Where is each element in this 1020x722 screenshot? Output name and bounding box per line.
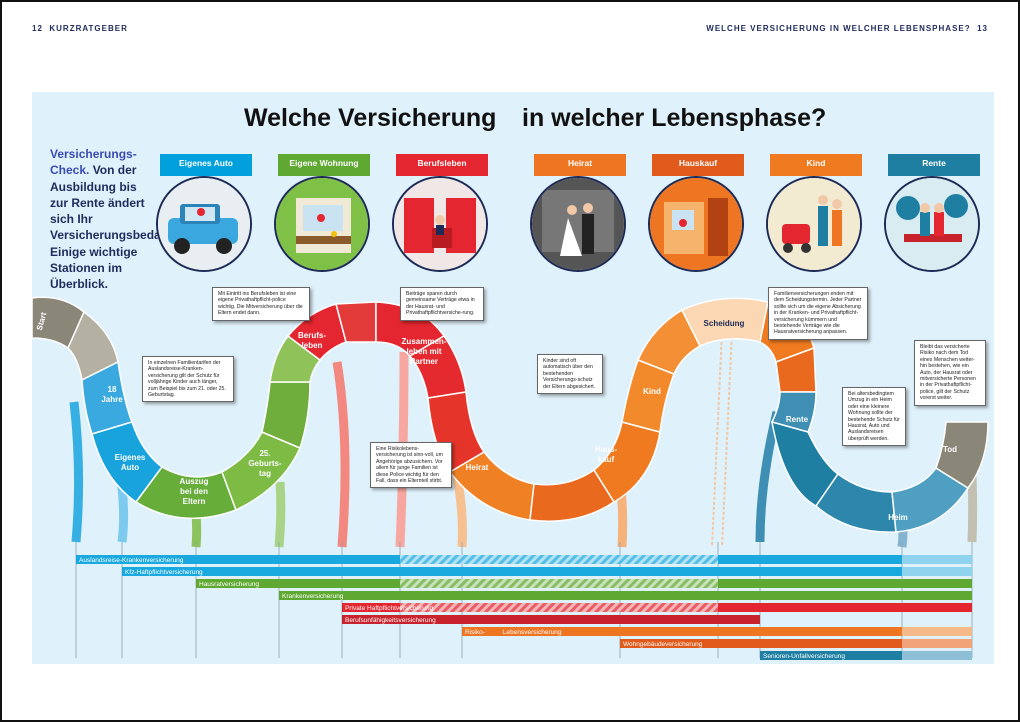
svg-text:Auto: Auto — [121, 463, 139, 472]
bar-wohngebaeude: Wohngebäudeversicherung — [620, 639, 972, 648]
svg-text:Auslandsreise-Krankenversicher: Auslandsreise-Krankenversicherung — [79, 557, 184, 564]
svg-text:Wohngebäudeversicherung: Wohngebäudeversicherung — [623, 641, 703, 648]
note-gemeinsame-vertraege: Beiträge sparen durch gemeinsame Verträg… — [400, 287, 484, 321]
svg-text:25.: 25. — [259, 449, 270, 458]
bar-private-haftpflicht: Private Haftpflichtversicherung — [342, 603, 972, 612]
intro-text: Versicherungs-Check. Von der Ausbildung … — [50, 147, 173, 292]
svg-text:Zusammen-: Zusammen- — [402, 337, 447, 346]
svg-text:Private Haftpflichtversicherun: Private Haftpflichtversicherung — [345, 605, 434, 612]
note-kinder: Kinder sind oft automatisch über den bes… — [537, 354, 603, 395]
svg-text:kauf: kauf — [598, 455, 615, 464]
car-illustration-icon — [156, 176, 252, 272]
bar-auslandsreise-kranken: Auslandsreise-Krankenversicherung — [76, 555, 972, 564]
stage-hauskauf: Hauskauf — [648, 154, 744, 272]
svg-text:Krankenversicherung: Krankenversicherung — [282, 593, 344, 600]
note-scheidung: Familienversicherungen enden mit dem Sch… — [768, 287, 868, 340]
family-illustration-icon — [766, 176, 862, 272]
apartment-illustration-icon — [274, 176, 370, 272]
stage-eigene-wohnung: Eigene Wohnung — [274, 154, 370, 272]
bar-risiko-leben: Risiko- Lebensversicherung — [462, 627, 972, 636]
svg-text:Hausratversicherung: Hausratversicherung — [199, 581, 259, 588]
title-part-2: in welcher Lebensphase? — [522, 104, 827, 132]
wedding-illustration-icon — [530, 176, 626, 272]
svg-text:Geburts-: Geburts- — [248, 459, 282, 468]
svg-text:Jahre: Jahre — [101, 395, 123, 404]
stage-heirat: Heirat — [530, 154, 626, 272]
bar-kranken: Krankenversicherung — [279, 591, 972, 600]
svg-text:Heim: Heim — [888, 513, 908, 522]
svg-text:Eltern: Eltern — [183, 497, 206, 506]
stage-berufsleben: Berufsleben — [392, 154, 488, 272]
bar-berufsunfaehigkeit: Berufsunfähigkeitsversicherung — [342, 615, 760, 624]
svg-text:Rente: Rente — [786, 415, 809, 424]
svg-text:Risiko- Lebensversich: Risiko- Lebensversicherung — [465, 629, 562, 636]
header-right: WELCHE VERSICHERUNG IN WELCHER LEBENSPHA… — [706, 24, 988, 33]
infographic-panel: Welche Versicherung in welcher Lebenspha… — [32, 92, 994, 664]
svg-text:Scheidung: Scheidung — [704, 319, 745, 328]
stage-kind: Kind — [766, 154, 862, 272]
svg-text:Auszug: Auszug — [180, 477, 209, 486]
svg-text:Heirat: Heirat — [466, 463, 489, 472]
bar-kfz-haftpflicht: Kfz-Haftpflichtversicherung — [122, 567, 972, 576]
winding-life-path — [32, 296, 989, 533]
life-path-diagram: Start 18 Jahre Eigenes Auto Auszug bei d… — [32, 296, 989, 660]
bar-senioren-unfall: Senioren-Unfallversicherung — [760, 651, 972, 660]
note-privathaftpflicht: Mit Eintritt ins Berufsleben ist eine ei… — [212, 287, 310, 321]
svg-text:Partner: Partner — [410, 357, 438, 366]
svg-text:Kind: Kind — [643, 387, 661, 396]
note-risikoleben: Eine Risikolebens-versicherung ist sinn-… — [370, 442, 452, 489]
office-illustration-icon — [392, 176, 488, 272]
stage-rente: Rente — [884, 154, 980, 272]
note-heim: Bei altersbedingtem Umzug in ein Heim od… — [842, 387, 906, 447]
svg-text:18: 18 — [108, 385, 117, 394]
insurance-bars: Auslandsreise-Krankenversicherung Kfz-Ha… — [76, 555, 972, 660]
bar-hausrat: Hausratversicherung — [196, 579, 972, 588]
svg-text:Berufs-: Berufs- — [298, 331, 326, 340]
title-part-1: Welche Versicherung — [244, 104, 497, 132]
svg-text:tag: tag — [259, 469, 271, 478]
svg-text:Senioren-Unfallversicherung: Senioren-Unfallversicherung — [763, 653, 845, 660]
stage-eigenes-auto: Eigenes Auto — [156, 154, 252, 272]
note-auslandsreise: In einzelnen Familientarifen der Ausland… — [142, 356, 234, 403]
svg-text:bei den: bei den — [180, 487, 208, 496]
svg-text:leben: leben — [302, 341, 323, 350]
seniors-bench-illustration-icon — [884, 176, 980, 272]
svg-text:Eigenes: Eigenes — [115, 453, 146, 462]
svg-text:Kfz-Haftpflichtversicherung: Kfz-Haftpflichtversicherung — [125, 569, 203, 576]
svg-text:leben mit: leben mit — [406, 347, 441, 356]
svg-text:Haus-: Haus- — [595, 445, 618, 454]
svg-text:Berufsunfähigkeitsversicherung: Berufsunfähigkeitsversicherung — [345, 617, 436, 624]
header-left: 12 KURZRATGEBER — [32, 24, 128, 33]
house-illustration-icon — [648, 176, 744, 272]
path-labels: Start 18 Jahre Eigenes Auto Auszug bei d… — [35, 311, 957, 522]
note-tod: Bleibt das versicherte Risiko nach dem T… — [914, 340, 986, 406]
svg-text:Tod: Tod — [943, 445, 957, 454]
